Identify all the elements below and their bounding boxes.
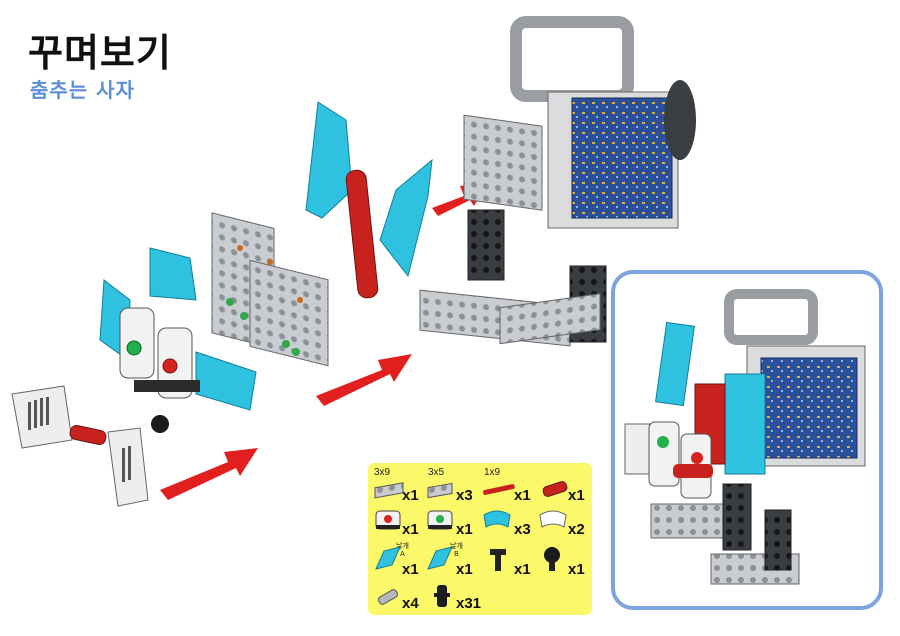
assembly-arrow-2 [316, 354, 412, 406]
part-label: 3x5 [428, 467, 445, 478]
ball-joint-icon [544, 547, 560, 571]
red-button-module-icon [375, 510, 401, 530]
completed-model-illustration [624, 289, 866, 585]
part-count: x3 [456, 487, 473, 504]
plate-3x5-icon [427, 482, 453, 499]
assembly-arrow-1 [160, 448, 258, 500]
wing-a-icon [375, 546, 401, 570]
beam-1x9-icon [483, 484, 515, 495]
part-label: 3x9 [374, 467, 391, 478]
part-count: x31 [456, 595, 482, 612]
part-count: x3 [514, 521, 531, 538]
wing-b-part [379, 158, 433, 278]
part-count: x1 [568, 487, 585, 504]
part-count: x1 [514, 561, 531, 578]
part-label: 1x9 [484, 467, 501, 478]
part-count: x1 [456, 521, 473, 538]
page-title: 꾸며보기 [28, 31, 172, 75]
part-count: x1 [402, 561, 419, 578]
part-count: x1 [402, 487, 419, 504]
red-beam-1x9-part [345, 169, 379, 299]
pin-icon [434, 585, 450, 607]
axle-pin-icon [377, 589, 399, 605]
gray-plates-assembly [211, 212, 329, 367]
part-count: x1 [456, 561, 473, 578]
red-connector-part [69, 425, 107, 445]
part-count: x1 [568, 561, 585, 578]
part-count: x4 [402, 595, 419, 612]
body-assembly [419, 16, 696, 347]
head-assembly [99, 247, 257, 433]
page-subtitle: 춤추는 사자 [30, 78, 135, 102]
red-connector-icon [542, 481, 568, 497]
completed-model-frame [611, 270, 883, 610]
t-connector-icon [490, 549, 506, 571]
wing-b-icon [427, 546, 453, 570]
part-count: x1 [514, 487, 531, 504]
blue-curved-panel-icon [483, 510, 511, 528]
white-curved-panel-right [107, 427, 149, 507]
white-curved-panel-icon [539, 510, 567, 528]
plate-3x9-icon [374, 482, 404, 499]
green-button-module-icon [427, 510, 453, 530]
wing-a-part [305, 101, 353, 219]
part-count: x1 [402, 521, 419, 538]
part-count: x2 [568, 521, 585, 538]
white-curved-panel-left [11, 385, 73, 449]
